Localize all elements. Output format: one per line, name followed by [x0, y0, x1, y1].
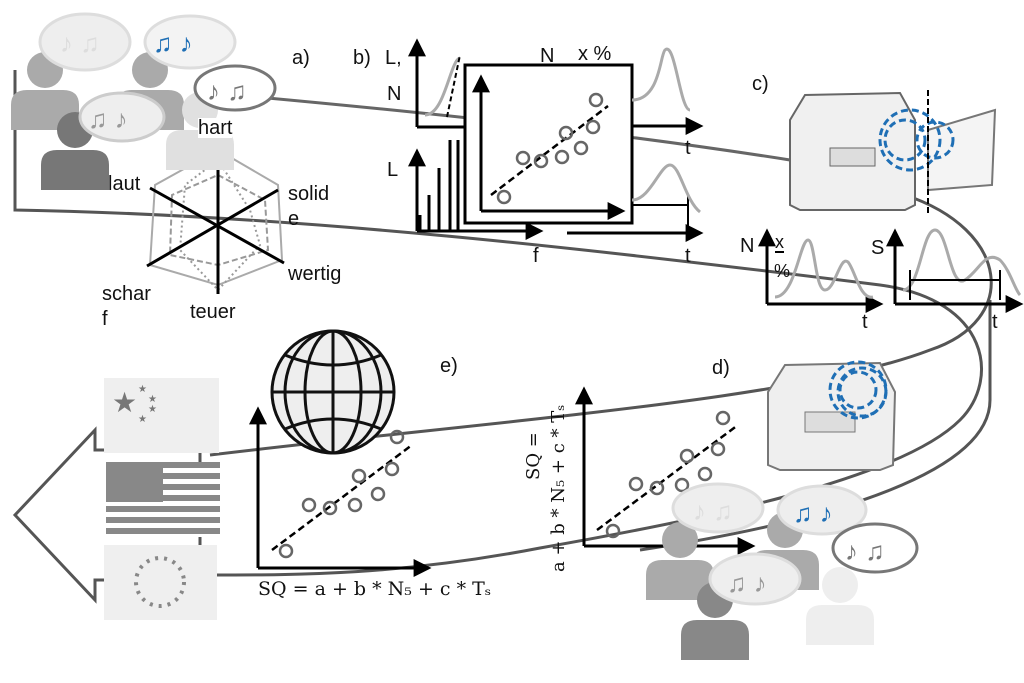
people-group-icon: ♪ ♫ ♫ ♪ ♫ ♪ ♪ ♫ [11, 12, 277, 190]
panel-label-c: c) [752, 73, 769, 95]
panel-b-charts [408, 38, 704, 242]
axis-label-x-percent: x % [578, 43, 612, 65]
panel-c-charts [758, 228, 1024, 313]
svg-text:★: ★ [148, 404, 157, 415]
radar-label-scharf: schar f [102, 283, 151, 330]
axis-label-f: f [533, 245, 539, 267]
svg-text:♫ ♪: ♫ ♪ [88, 104, 128, 134]
axis-label-L-comma: L, [385, 47, 402, 69]
car-front-icon-d [767, 360, 897, 471]
radar-label-hart: hart [198, 117, 233, 139]
axis-label-t-c2: t [992, 311, 998, 333]
axis-label-N-top: N [540, 45, 555, 67]
panel-label-a: a) [292, 47, 310, 69]
svg-text:♫ ♪: ♫ ♪ [727, 568, 767, 598]
formula-d-line2: a + b * N₅ + c * Tₛ [548, 404, 569, 572]
svg-text:♪ ♫: ♪ ♫ [207, 76, 247, 106]
svg-text:♪ ♫: ♪ ♫ [845, 536, 885, 566]
svg-text:★: ★ [112, 387, 137, 418]
svg-text:♪ ♫: ♪ ♫ [60, 28, 100, 58]
people-group-icon: ♪ ♫ ♫ ♪ ♫ ♪ ♪ ♫ [646, 482, 919, 660]
axis-label-S: S [871, 237, 885, 259]
radar-chart [146, 148, 285, 294]
svg-text:★: ★ [148, 394, 157, 405]
axis-label-t2: t [685, 245, 691, 267]
axis-label-N: N [387, 83, 402, 105]
car-front-icon [789, 90, 997, 215]
radar-label-wertig: wertig [288, 263, 342, 285]
scatter-e [249, 406, 432, 577]
panel-label-d: d) [712, 357, 730, 379]
globe-icon [270, 329, 396, 455]
axis-label-t1: t [685, 137, 691, 159]
axis-label-N-c: N [740, 235, 755, 257]
svg-text:♫ ♪: ♫ ♪ [793, 498, 833, 528]
axis-label-L: L [387, 159, 399, 181]
panel-label-b: b) [353, 47, 371, 69]
flag-usa-icon [106, 462, 220, 537]
axis-label-t-c1: t [862, 311, 868, 333]
flag-eu-icon [104, 545, 217, 620]
radar-label-teuer: teuer [190, 301, 236, 323]
svg-text:♪ ♫: ♪ ♫ [693, 496, 733, 526]
svg-text:★: ★ [138, 414, 147, 425]
radar-label-solide: solid e [288, 183, 330, 230]
formula-e: SQ = a + b * N₅ + c * Tₛ [258, 578, 492, 600]
axis-label-x-c: x [775, 232, 784, 253]
flag-china-icon: ★ ★ ★ ★ ★ [104, 378, 219, 453]
car-door-open-icon [927, 108, 997, 192]
music-note-bubble-icon: ♫ ♪ [153, 28, 193, 58]
formula-d-line1: SQ = [523, 432, 544, 480]
panel-label-e: e) [440, 355, 458, 377]
axis-label-percent-c: % [774, 261, 791, 281]
radar-label-laut: laut [108, 173, 141, 195]
svg-text:★: ★ [138, 384, 147, 395]
